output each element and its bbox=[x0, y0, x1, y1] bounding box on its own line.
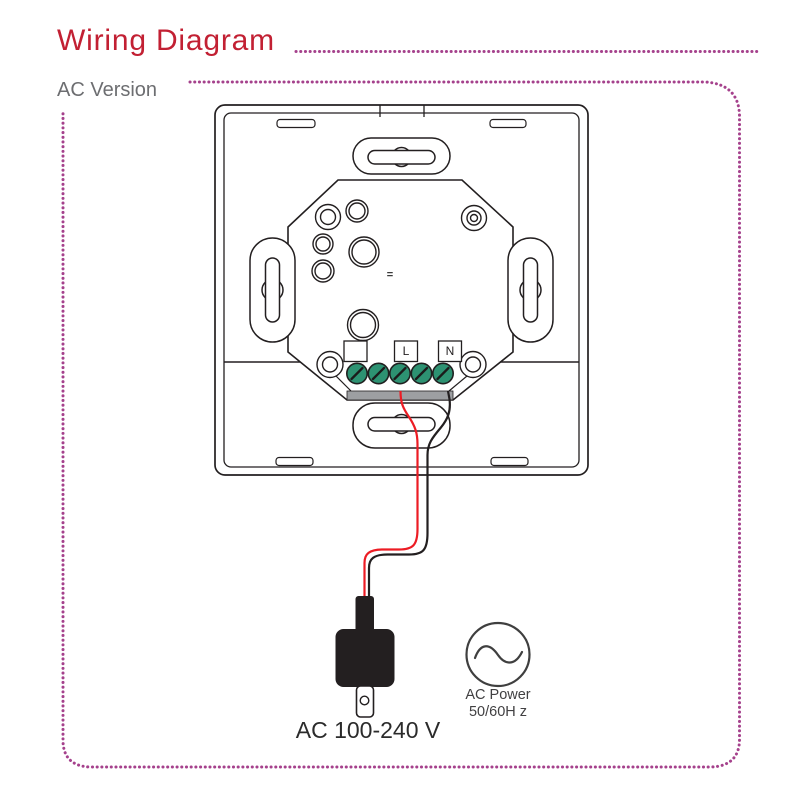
equals-mark: = bbox=[386, 269, 394, 281]
mounting-keyhole-right bbox=[507, 237, 554, 343]
wire-red bbox=[363, 390, 419, 599]
screw-top-right bbox=[460, 204, 488, 232]
sine-wave-icon bbox=[473, 645, 524, 664]
ac-power-label: AC Power bbox=[465, 687, 531, 703]
terminal-label-box-blank bbox=[343, 340, 368, 363]
ac-power-frequency-label: 50/60H z bbox=[468, 704, 528, 720]
hole-left-small-2 bbox=[311, 259, 335, 283]
plug-prong-hole bbox=[359, 695, 370, 706]
terminal-screw-slots bbox=[350, 366, 450, 381]
frame-dotted-border bbox=[61, 80, 741, 769]
screw-bottom-left bbox=[316, 350, 344, 379]
ac-power-symbol bbox=[465, 621, 531, 688]
terminal-label-box-n bbox=[437, 340, 463, 363]
mounting-keyhole-bottom bbox=[352, 402, 451, 449]
module-screws-and-holes bbox=[311, 199, 488, 379]
plug-body bbox=[335, 629, 395, 687]
screw-bottom-right bbox=[459, 350, 487, 379]
terminal-label-box-l bbox=[393, 340, 419, 363]
corner-clips bbox=[275, 118, 529, 467]
section-subtitle: AC Version bbox=[57, 79, 158, 101]
mounting-keyhole-top bbox=[352, 137, 451, 175]
terminal-label-n: N bbox=[445, 344, 455, 358]
hole-left-small-1 bbox=[312, 233, 334, 255]
power-plug bbox=[335, 596, 395, 718]
hole-top-mid bbox=[345, 199, 369, 223]
terminal-block bbox=[345, 362, 454, 401]
hole-center-large bbox=[348, 236, 380, 268]
wire-black bbox=[367, 390, 451, 599]
plug-neck bbox=[355, 596, 374, 634]
mounting-keyhole-left bbox=[249, 237, 296, 343]
page-title: Wiring Diagram bbox=[57, 24, 275, 57]
screw-top-left bbox=[314, 203, 342, 231]
plug-voltage-label: AC 100-240 V bbox=[295, 717, 441, 743]
terminal-label-boxes bbox=[343, 340, 463, 363]
hole-lower-large bbox=[346, 308, 380, 342]
terminal-label-l: L bbox=[402, 344, 410, 358]
